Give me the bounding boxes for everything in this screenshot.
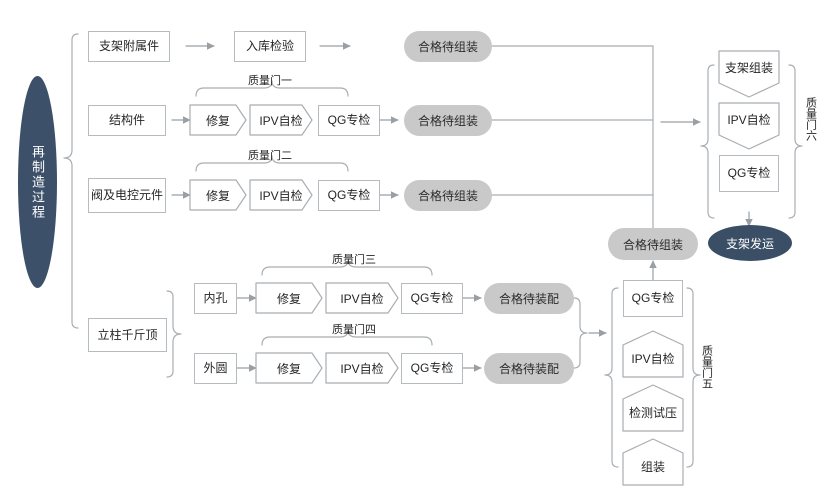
node-inbound-inspection[interactable]: 入库检验 <box>234 31 306 62</box>
node-repair-row2[interactable]: 修复 <box>205 114 230 128</box>
node-ipv-selfcheck-row2[interactable]: IPV自检 <box>259 114 303 128</box>
node-repair-row3[interactable]: 修复 <box>205 189 230 203</box>
node-ipv-selfcheck-cylinder[interactable]: IPV自检 <box>631 352 675 366</box>
node-outer-circle[interactable]: 外圆 <box>194 353 237 384</box>
node-ipv-selfcheck-row5[interactable]: IPV自检 <box>340 362 384 376</box>
gate-label-3: 质量门三 <box>332 254 376 266</box>
node-qg-inspection-cylinder[interactable]: QG专检 <box>623 280 683 317</box>
node-support-shipment[interactable]: 支架发运 <box>708 225 792 261</box>
node-repair-row4[interactable]: 修复 <box>276 292 301 306</box>
node-qg-inspection-row5[interactable]: QG专检 <box>401 353 463 384</box>
node-pressure-test[interactable]: 检测试压 <box>628 406 677 420</box>
node-cylinder-assembly[interactable]: 组装 <box>640 460 665 474</box>
gate-label-1: 质量门一 <box>248 75 292 87</box>
node-column-jack[interactable]: 立柱千斤顶 <box>88 318 167 352</box>
node-qualified-await-fitting-1[interactable]: 合格待装配 <box>484 283 574 314</box>
gate-label-2: 质量门二 <box>248 150 292 162</box>
node-qualified-await-fitting-2[interactable]: 合格待装配 <box>484 353 574 384</box>
node-inner-bore[interactable]: 内孔 <box>194 283 237 314</box>
node-qg-inspection-row4[interactable]: QG专检 <box>401 283 463 314</box>
node-ipv-selfcheck-assembly[interactable]: IPV自检 <box>727 112 771 127</box>
node-qualified-await-assembly-3[interactable]: 合格待组装 <box>404 180 492 211</box>
node-qualified-await-assembly-1[interactable]: 合格待组装 <box>404 31 492 62</box>
node-qg-inspection-row2[interactable]: QG专检 <box>318 105 380 136</box>
process-root-ellipse: 再制造过程 <box>18 76 57 288</box>
node-structural-part[interactable]: 结构件 <box>88 105 166 136</box>
gate-label-6: 质量门六 <box>804 97 817 141</box>
gate-label-4: 质量门四 <box>332 324 376 336</box>
node-qualified-await-assembly-2[interactable]: 合格待组装 <box>404 105 492 136</box>
node-repair-row5[interactable]: 修复 <box>276 362 301 376</box>
node-ipv-selfcheck-row3[interactable]: IPV自检 <box>259 189 303 203</box>
node-qualified-await-assembly-mid[interactable]: 合格待组装 <box>608 228 698 260</box>
gate-label-5: 质量门五 <box>700 345 713 389</box>
node-ipv-selfcheck-row4[interactable]: IPV自检 <box>340 292 384 306</box>
node-support-assembly[interactable]: 支架组装 <box>724 60 773 75</box>
node-support-accessory[interactable]: 支架附属件 <box>88 31 170 62</box>
node-qg-inspection-row3[interactable]: QG专检 <box>318 180 380 211</box>
node-valve-electric-control[interactable]: 阀及电控元件 <box>88 178 166 213</box>
node-qg-inspection-assembly[interactable]: QG专检 <box>719 155 779 192</box>
